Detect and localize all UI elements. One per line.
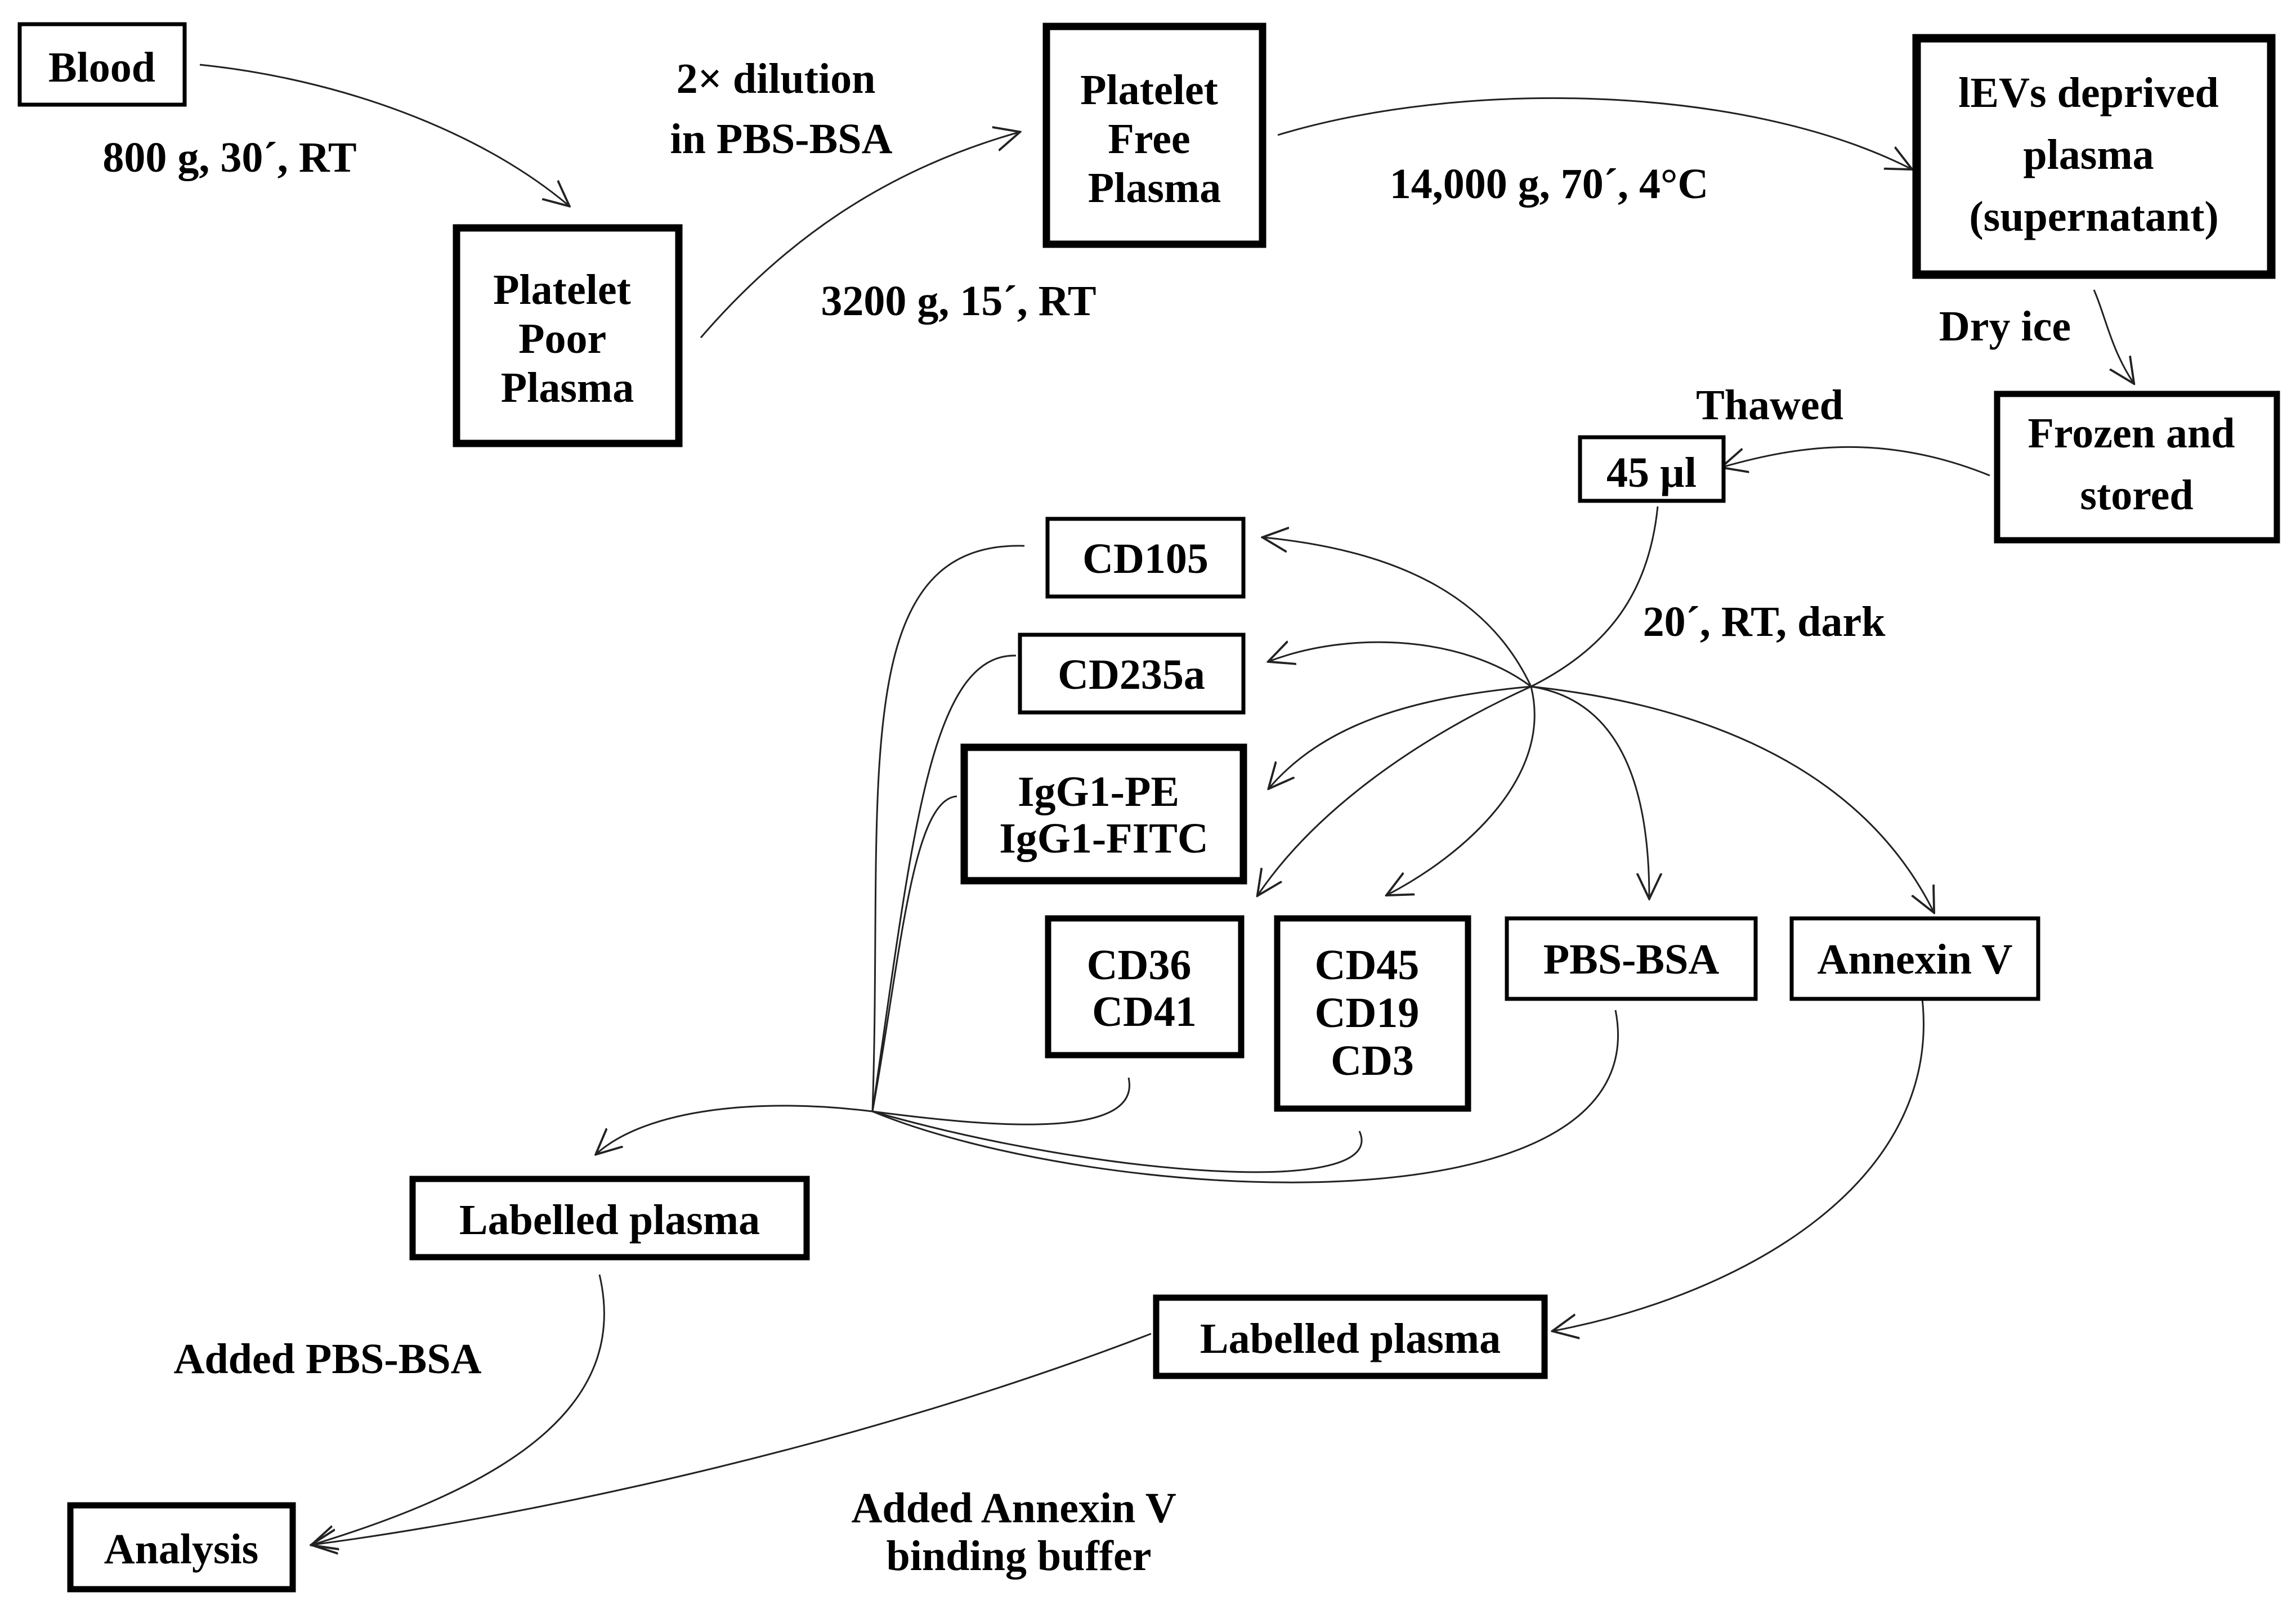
node-annexin-v: Annexin V bbox=[1789, 916, 2040, 1001]
edge-frozen-to-45ul bbox=[1722, 446, 1990, 477]
edge-cd235a-to-merge bbox=[871, 654, 1017, 1112]
node-blood-label: Blood bbox=[48, 44, 155, 91]
node-cd235a: CD235a bbox=[1018, 633, 1246, 715]
node-labelled-plasma-2-label: Labelled plasma bbox=[1200, 1315, 1501, 1362]
edge-pfp-to-levs bbox=[1277, 97, 1911, 169]
node-platelet-free-plasma: Platelet Free Plasma bbox=[1042, 23, 1266, 248]
node-analysis: Analysis bbox=[67, 1502, 296, 1593]
step-labels: 800 g, 30´, RT 2× dilution in PBS-BSA 32… bbox=[102, 55, 2071, 1580]
edges bbox=[199, 64, 2133, 1545]
node-frozen-and-stored: Frozen and stored bbox=[1994, 391, 2280, 544]
node-annexin-v-label: Annexin V bbox=[1817, 936, 2012, 983]
edge-hub-to-isotype bbox=[1269, 685, 1532, 788]
label-dry-ice: Dry ice bbox=[1939, 303, 2071, 350]
edge-isotype-to-merge bbox=[871, 795, 957, 1112]
edge-pbs-to-merge bbox=[872, 1010, 1619, 1183]
node-pbs-bsa: PBS-BSA bbox=[1505, 916, 1758, 1001]
edge-merge-to-labelled-1 bbox=[597, 1105, 873, 1154]
node-platelet-poor-plasma: Platelet Poor Plasma bbox=[453, 224, 683, 447]
node-cd45-cd19-cd3: CD45 CD19 CD3 bbox=[1274, 915, 1471, 1112]
node-sample-45ul-label: 45 µl bbox=[1606, 449, 1697, 496]
node-cd235a-label: CD235a bbox=[1058, 651, 1205, 698]
label-added-pbs-bsa: Added PBS-BSA bbox=[174, 1335, 482, 1383]
edge-cd45-to-merge bbox=[872, 1110, 1363, 1173]
node-platelet-poor-plasma-label: Platelet Poor Plasma bbox=[493, 266, 642, 411]
edge-labelled-2-to-analysis bbox=[312, 1333, 1152, 1545]
edge-hub-to-annexin bbox=[1530, 685, 1934, 912]
label-thawed: Thawed bbox=[1696, 382, 1843, 429]
edge-hub-to-cd235a bbox=[1269, 642, 1532, 688]
node-sample-45ul: 45 µl bbox=[1578, 435, 1726, 503]
edge-labelled-1-to-analysis bbox=[312, 1274, 605, 1545]
node-levs-deprived-plasma: lEVs deprived plasma (supernatant) bbox=[1912, 34, 2276, 279]
node-isotype-controls: IgG1-PE IgG1-FITC bbox=[960, 743, 1247, 885]
node-blood: Blood bbox=[17, 22, 187, 107]
label-centrifuge-1: 800 g, 30´, RT bbox=[102, 134, 356, 181]
node-labelled-plasma-1: Labelled plasma bbox=[409, 1176, 810, 1261]
label-incubation: 20´, RT, dark bbox=[1643, 598, 1886, 645]
edge-hub-to-cd45-group bbox=[1388, 686, 1536, 895]
label-dilution: 2× dilution in PBS-BSA bbox=[670, 55, 893, 163]
node-cd36-cd41-label: CD36 CD41 bbox=[1087, 941, 1202, 1035]
node-cd36-cd41: CD36 CD41 bbox=[1045, 915, 1245, 1059]
node-frozen-and-stored-label: Frozen and stored bbox=[2028, 410, 2245, 519]
edge-ppp-to-pfp bbox=[700, 132, 1019, 338]
node-pbs-bsa-label: PBS-BSA bbox=[1543, 936, 1720, 983]
node-platelet-free-plasma-label: Platelet Free Plasma bbox=[1080, 66, 1229, 212]
edge-levs-to-frozen bbox=[2093, 289, 2133, 383]
node-levs-deprived-plasma-label: lEVs deprived plasma (supernatant) bbox=[1958, 69, 2229, 240]
nodes: Blood Platelet Poor Plasma Platelet Free… bbox=[17, 22, 2280, 1593]
node-cd105: CD105 bbox=[1045, 517, 1246, 599]
node-cd45-cd19-cd3-label: CD45 CD19 CD3 bbox=[1315, 941, 1430, 1084]
edge-hub-to-cd105 bbox=[1264, 537, 1532, 687]
node-analysis-label: Analysis bbox=[104, 1526, 259, 1573]
edge-hub-to-pbs-bsa bbox=[1530, 685, 1649, 898]
node-labelled-plasma-2: Labelled plasma bbox=[1153, 1294, 1548, 1379]
node-cd105-label: CD105 bbox=[1082, 535, 1209, 582]
node-isotype-controls-label: IgG1-PE IgG1-FITC bbox=[999, 768, 1209, 862]
edge-cd105-to-merge bbox=[871, 545, 1025, 1112]
edge-45ul-to-hub bbox=[1530, 506, 1659, 688]
edge-cd36-to-merge bbox=[872, 1077, 1131, 1125]
node-labelled-plasma-1-label: Labelled plasma bbox=[459, 1196, 760, 1244]
edge-annexin-to-labelled-2 bbox=[1554, 998, 1924, 1331]
label-added-annexin-buffer: Added Annexin V binding buffer bbox=[852, 1485, 1187, 1580]
edge-hub-to-cd36-cd41 bbox=[1258, 685, 1532, 895]
label-centrifuge-2: 3200 g, 15´, RT bbox=[821, 277, 1096, 325]
edge-blood-to-ppp bbox=[199, 64, 569, 205]
label-centrifuge-3: 14,000 g, 70´, 4°C bbox=[1390, 160, 1709, 208]
